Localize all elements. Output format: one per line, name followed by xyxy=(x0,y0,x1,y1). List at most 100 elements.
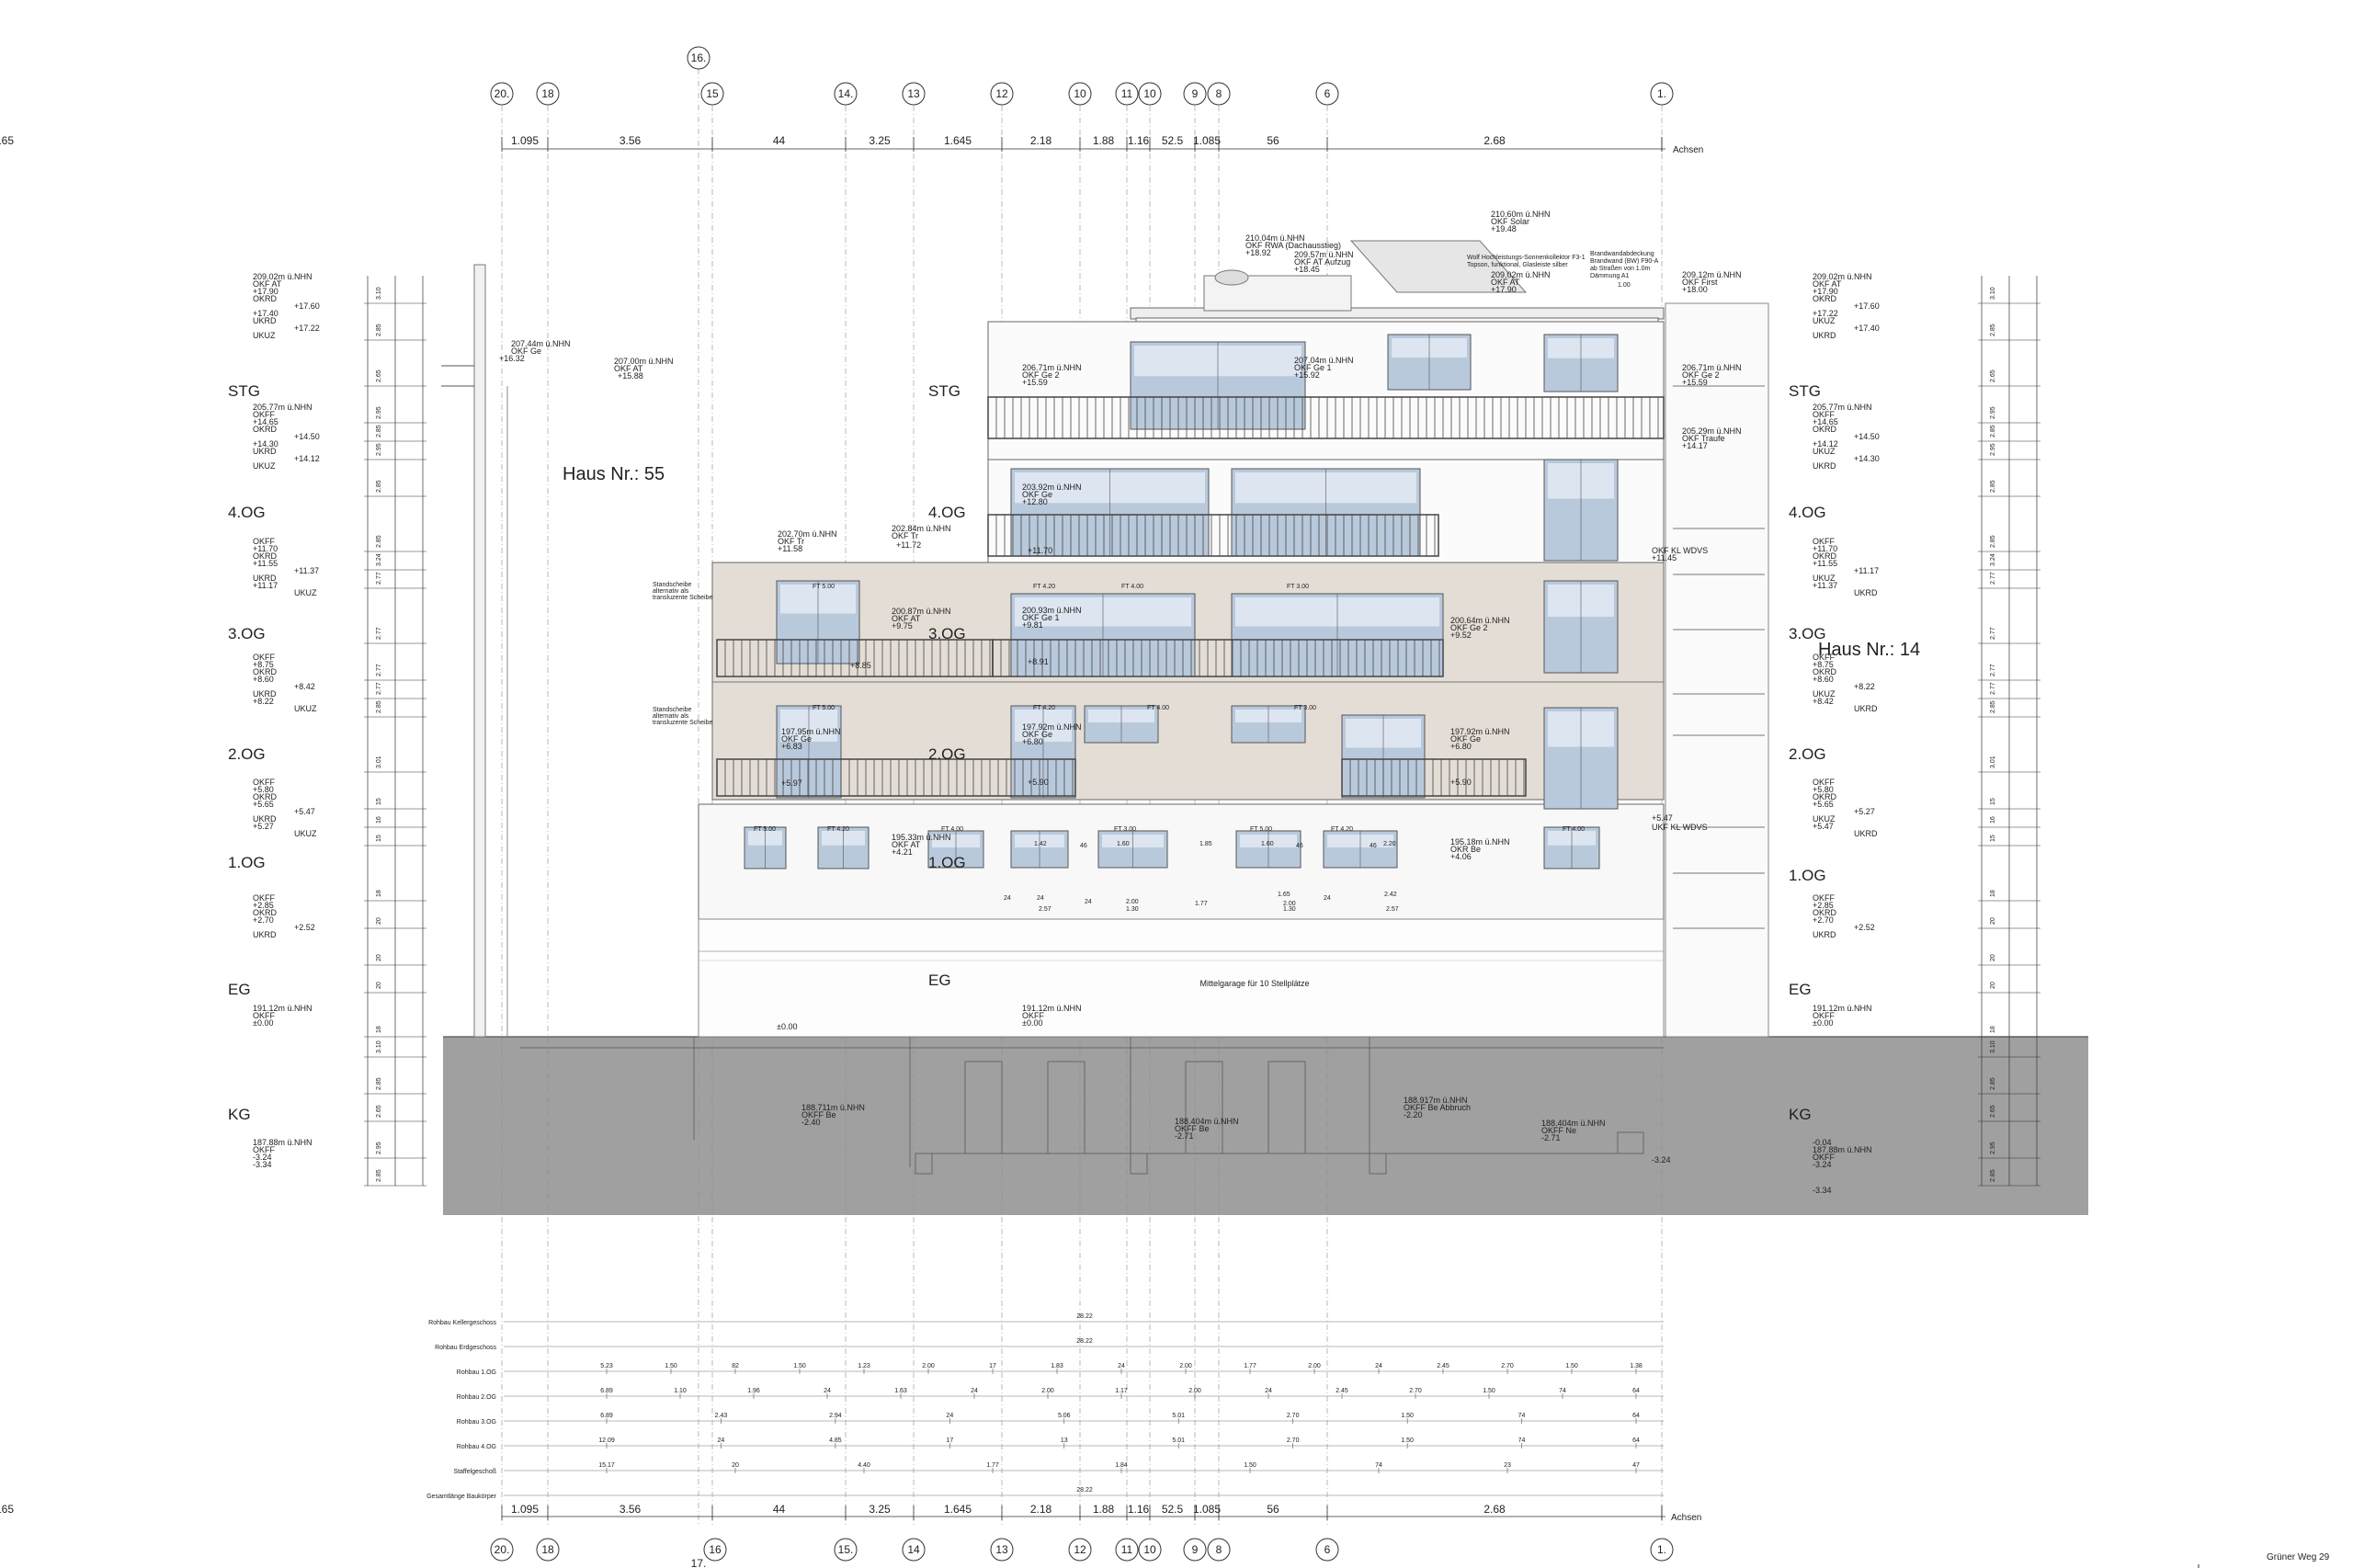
vertical-dim: 18 xyxy=(376,890,382,897)
elevation-label: 210.60m ü.NHN xyxy=(1491,210,1551,219)
elevation-label: -2.40 xyxy=(801,1118,821,1127)
schedule-value: 1.77 xyxy=(1244,1363,1256,1369)
axis-bubble: 12 xyxy=(990,82,1014,106)
window xyxy=(1010,830,1069,869)
window xyxy=(1235,830,1302,869)
vertical-dim: 18 xyxy=(1990,1026,1996,1033)
elevation-label: 202.84m ü.NHN xyxy=(892,524,951,533)
elevation-label: UKUZ xyxy=(1813,689,1836,699)
balcony-dim: 1.30 xyxy=(1126,906,1139,913)
axis-id: 20. xyxy=(494,1543,510,1556)
axis-bubble: 1. xyxy=(1650,1538,1674,1562)
elevation-label: 203.92m ü.NHN xyxy=(1022,483,1082,492)
elevation-label: 187.88m ü.NHN xyxy=(1813,1145,1872,1154)
vertical-dim: 3.10 xyxy=(1990,287,1996,300)
elevation-label: OKFF Ne xyxy=(1541,1126,1576,1135)
windows xyxy=(744,334,1619,869)
elevation-label: UKRD xyxy=(1854,588,1878,597)
elevation-label: OKF AT Aufzug xyxy=(1294,257,1350,267)
elevation-label: +14.65 xyxy=(1813,417,1838,426)
elevation-label: +8.75 xyxy=(253,660,274,669)
elevation-label: +6.80 xyxy=(1450,742,1472,751)
solar-note: Wolf Hochleistungs-Sonnenkollektor F3-1 xyxy=(1467,255,1586,261)
schedule-value: 20 xyxy=(732,1462,739,1469)
elevation-label: 209.57m ü.NHN xyxy=(1294,250,1354,259)
schedule-row-label: Staffelgeschoß xyxy=(453,1469,496,1475)
vertical-dim: 2.85 xyxy=(376,1077,382,1090)
window-tag: FT 5.00 xyxy=(813,705,835,711)
glass-note: alternativ als xyxy=(653,713,689,720)
schedule-value: 1.10 xyxy=(674,1388,687,1394)
schedule-value: 1.50 xyxy=(665,1363,677,1369)
elevation-label: OKRD xyxy=(1813,908,1837,917)
elevation-label: +11.70 xyxy=(1813,544,1837,553)
vertical-dim: 16 xyxy=(1990,816,1996,824)
vertical-dim: 2.85 xyxy=(1990,480,1996,493)
schedule-value: 74 xyxy=(1375,1462,1382,1469)
schedule-value: 1.50 xyxy=(1244,1462,1256,1469)
elevation-label: UKUZ xyxy=(1813,316,1836,325)
vertical-dim: 2.85 xyxy=(1990,1077,1996,1090)
elevation-label: OKFF xyxy=(1813,893,1836,903)
axis-spacing: 8.165 xyxy=(0,134,14,147)
elevation-label: +17.90 xyxy=(253,287,278,296)
window xyxy=(744,826,787,869)
vertical-dim: 15 xyxy=(376,835,382,842)
elevation-label: +18.45 xyxy=(1294,265,1320,274)
axis-row-label-top: Achsen xyxy=(1673,145,1703,155)
schedule-value: 5.06 xyxy=(1058,1413,1071,1419)
axis-bubble: 6 xyxy=(1315,82,1339,106)
elevation-label: UKUZ xyxy=(294,704,317,713)
elevation-label: 187.88m ü.NHN xyxy=(253,1138,313,1147)
axis-bubble: 10 xyxy=(1068,82,1092,106)
window xyxy=(1543,334,1619,392)
elevation-label: 188.917m ü.NHN xyxy=(1404,1096,1468,1105)
schedule-row-label: Rohbau 2.OG xyxy=(457,1394,496,1401)
axis-id: 14. xyxy=(838,87,854,100)
brand-note: Brandwandabdeckung xyxy=(1590,251,1654,257)
elevation-label: -3.34 xyxy=(1813,1186,1832,1195)
axis-id: 6 xyxy=(1324,87,1331,100)
window xyxy=(1543,826,1600,869)
axis-bubble: 15 xyxy=(700,82,724,106)
elevation-label: 209.02m ü.NHN xyxy=(253,272,313,281)
window-tag: FT 4.20 xyxy=(1033,705,1055,711)
elevation-label: -3.34 xyxy=(253,1160,272,1169)
elevation-label: +14.17 xyxy=(1682,441,1708,450)
vertical-dim: 2.85 xyxy=(376,700,382,713)
schedule-value: 2.00 xyxy=(922,1363,935,1369)
axis-spacing: 1.095 xyxy=(511,134,539,147)
axis-id: 13 xyxy=(995,1543,1008,1556)
axis-bubble-extra-top: 16. xyxy=(687,46,710,70)
elevation-label: UKRD xyxy=(1813,930,1836,939)
main-building xyxy=(698,240,1665,1038)
schedule-row-label: Rohbau 4.OG xyxy=(457,1444,496,1450)
elevation-label: 200.64m ü.NHN xyxy=(1450,616,1510,625)
elevation-label: +5.47 xyxy=(1813,822,1834,831)
brand-note: Dämmung A1 xyxy=(1590,273,1630,279)
level-label: 2.OG xyxy=(928,745,966,763)
elevation-label: 206.71m ü.NHN xyxy=(1682,363,1742,372)
elevation-label: OKFF xyxy=(1813,410,1836,419)
elevation-label: +5.80 xyxy=(1813,785,1834,794)
elevation-label: OKF Ge 1 xyxy=(1294,363,1332,372)
elevation-label: +5.65 xyxy=(253,800,274,809)
elevation-label: +17.90 xyxy=(1491,285,1517,294)
elevation-label: +15.59 xyxy=(1022,378,1048,387)
elevation-label: +11.70 xyxy=(253,544,278,553)
elevation-label: +5.47 xyxy=(1652,813,1673,823)
elevation-label: ±0.00 xyxy=(1813,1018,1833,1028)
elevation-label: +11.37 xyxy=(1813,581,1837,590)
level-label: 3.OG xyxy=(1789,625,1826,642)
elevation-label: OKRD xyxy=(253,551,278,561)
elevation-label: 195.18m ü.NHN xyxy=(1450,837,1510,846)
axis-spacing: 52.5 xyxy=(1162,134,1184,147)
elevation-label: +14.65 xyxy=(253,417,278,426)
schedule-value: 1.50 xyxy=(1483,1388,1495,1394)
schedule-value: 2.70 xyxy=(1287,1413,1300,1419)
axis-id: 1. xyxy=(1657,87,1666,100)
window xyxy=(1387,334,1472,391)
elevation-label: OKF AT xyxy=(614,364,643,373)
axis-spacing: 2.68 xyxy=(1483,1503,1506,1516)
vertical-dim: 2.65 xyxy=(376,369,382,382)
